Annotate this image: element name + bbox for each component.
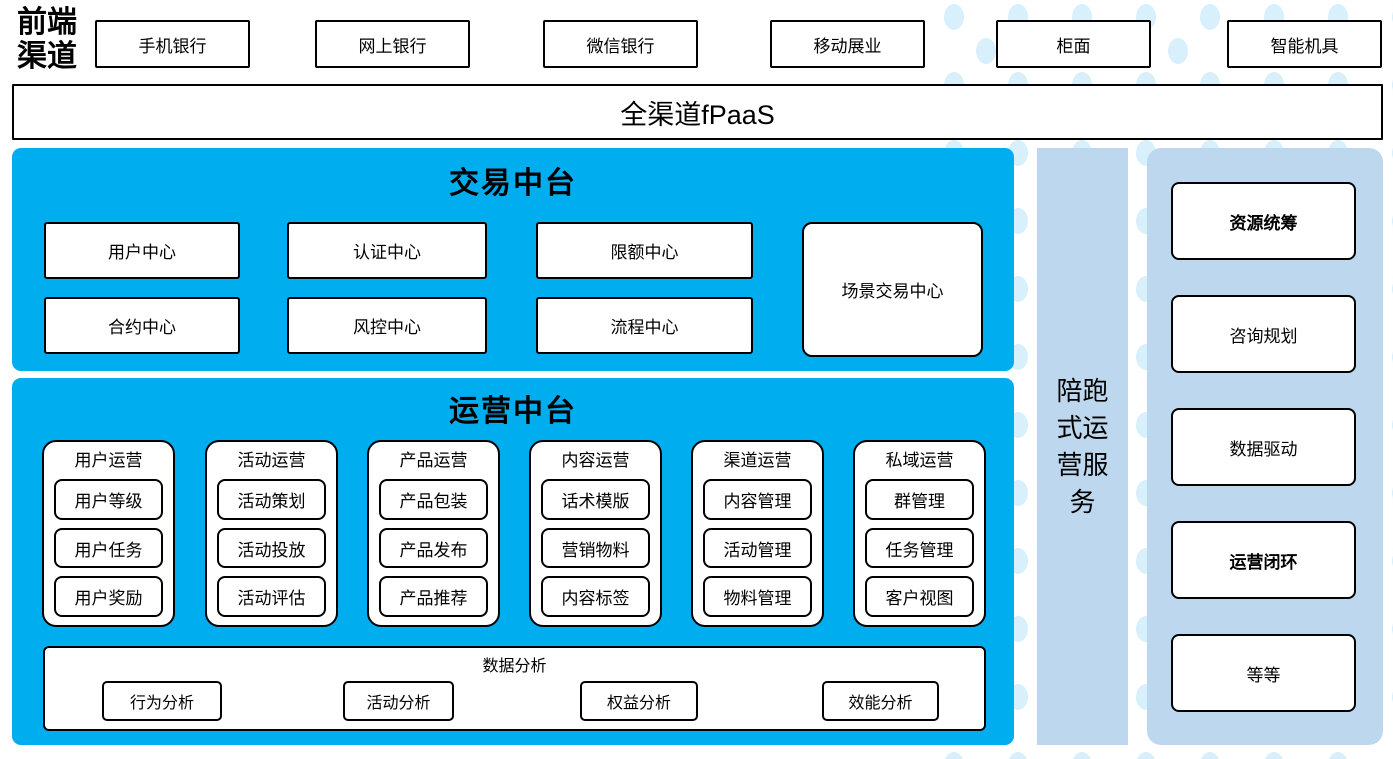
trading-box-process-center: 流程中心 [536,297,753,354]
trading-box-auth-center: 认证中心 [287,222,487,279]
op-column-title: 用户运营 [74,451,143,470]
trading-box-limit-center: 限额中心 [536,222,753,279]
operation-platform-panel: 运营中台 用户运营 用户等级 用户任务 用户奖励 活动运营 活动策划 活动投放 … [12,378,1014,745]
op-item: 营销物料 [541,527,650,569]
data-analysis-strip: 数据分析 行为分析 活动分析 权益分析 效能分析 [43,646,986,731]
data-analysis-title: 数据分析 [482,658,547,675]
channel-box-smart-devices: 智能机具 [1227,20,1382,68]
op-item: 内容标签 [541,576,650,618]
channel-box-mobile-sales: 移动展业 [770,20,925,68]
front-channels-label: 前端渠道 [17,6,77,73]
op-column-channel: 渠道运营 内容管理 活动管理 物料管理 [691,440,824,627]
service-box-operation-loop: 运营闭环 [1171,521,1356,599]
accompanying-service-bar: 陪跑式运营服务 [1037,148,1128,745]
op-item: 活动评估 [217,576,326,618]
service-box-consulting: 咨询规划 [1171,295,1356,373]
op-column-product: 产品运营 产品包装 产品发布 产品推荐 [367,440,500,627]
trading-platform-title: 交易中台 [449,167,577,200]
op-column-user: 用户运营 用户等级 用户任务 用户奖励 [42,440,175,627]
trading-box-user-center: 用户中心 [44,222,240,279]
trading-box-scene-trading-center: 场景交易中心 [802,222,983,357]
accompanying-service-label: 陪跑式运营服务 [1056,375,1109,517]
op-item: 产品包装 [379,479,488,520]
op-item: 产品推荐 [379,576,488,618]
op-column-private-domain: 私域运营 群管理 任务管理 客户视图 [853,440,986,627]
trading-box-contract-center: 合约中心 [44,297,240,354]
op-item: 活动管理 [703,527,812,569]
operation-platform-title: 运营中台 [449,395,577,428]
channel-box-mobile-banking: 手机银行 [95,20,250,68]
op-column-title: 产品运营 [399,451,468,470]
op-item: 内容管理 [703,479,812,520]
op-item: 用户奖励 [54,576,163,618]
service-panel: 资源统筹 咨询规划 数据驱动 运营闭环 等等 [1147,148,1383,745]
op-column-title: 内容运营 [561,451,630,470]
analysis-box-behavior: 行为分析 [102,681,222,721]
op-column-title: 渠道运营 [723,451,792,470]
channel-box-counter: 柜面 [996,20,1151,68]
channel-box-online-banking: 网上银行 [315,20,470,68]
fpaas-bar: 全渠道fPaaS [12,84,1383,140]
analysis-box-activity: 活动分析 [343,681,454,721]
trading-box-risk-center: 风控中心 [287,297,487,354]
op-item: 任务管理 [865,527,974,569]
trading-platform-panel: 交易中台 用户中心 认证中心 限额中心 合约中心 风控中心 流程中心 场景交易中… [12,148,1014,371]
op-column-title: 活动运营 [237,451,306,470]
analysis-box-efficiency: 效能分析 [822,681,939,721]
op-item: 产品发布 [379,527,488,569]
op-item: 活动策划 [217,479,326,520]
op-item: 用户等级 [54,479,163,520]
op-column-content: 内容运营 话术模版 营销物料 内容标签 [529,440,662,627]
op-item: 活动投放 [217,527,326,569]
service-box-data-driven: 数据驱动 [1171,408,1356,486]
service-box-etc: 等等 [1171,634,1356,712]
op-item: 客户视图 [865,576,974,618]
analysis-box-benefit: 权益分析 [580,681,698,721]
service-box-resource-planning: 资源统筹 [1171,182,1356,260]
op-column-title: 私域运营 [885,451,954,470]
channel-box-wechat-banking: 微信银行 [543,20,698,68]
op-item: 群管理 [865,479,974,520]
op-item: 用户任务 [54,527,163,569]
op-column-activity: 活动运营 活动策划 活动投放 活动评估 [205,440,338,627]
op-item: 物料管理 [703,576,812,618]
op-item: 话术模版 [541,479,650,520]
